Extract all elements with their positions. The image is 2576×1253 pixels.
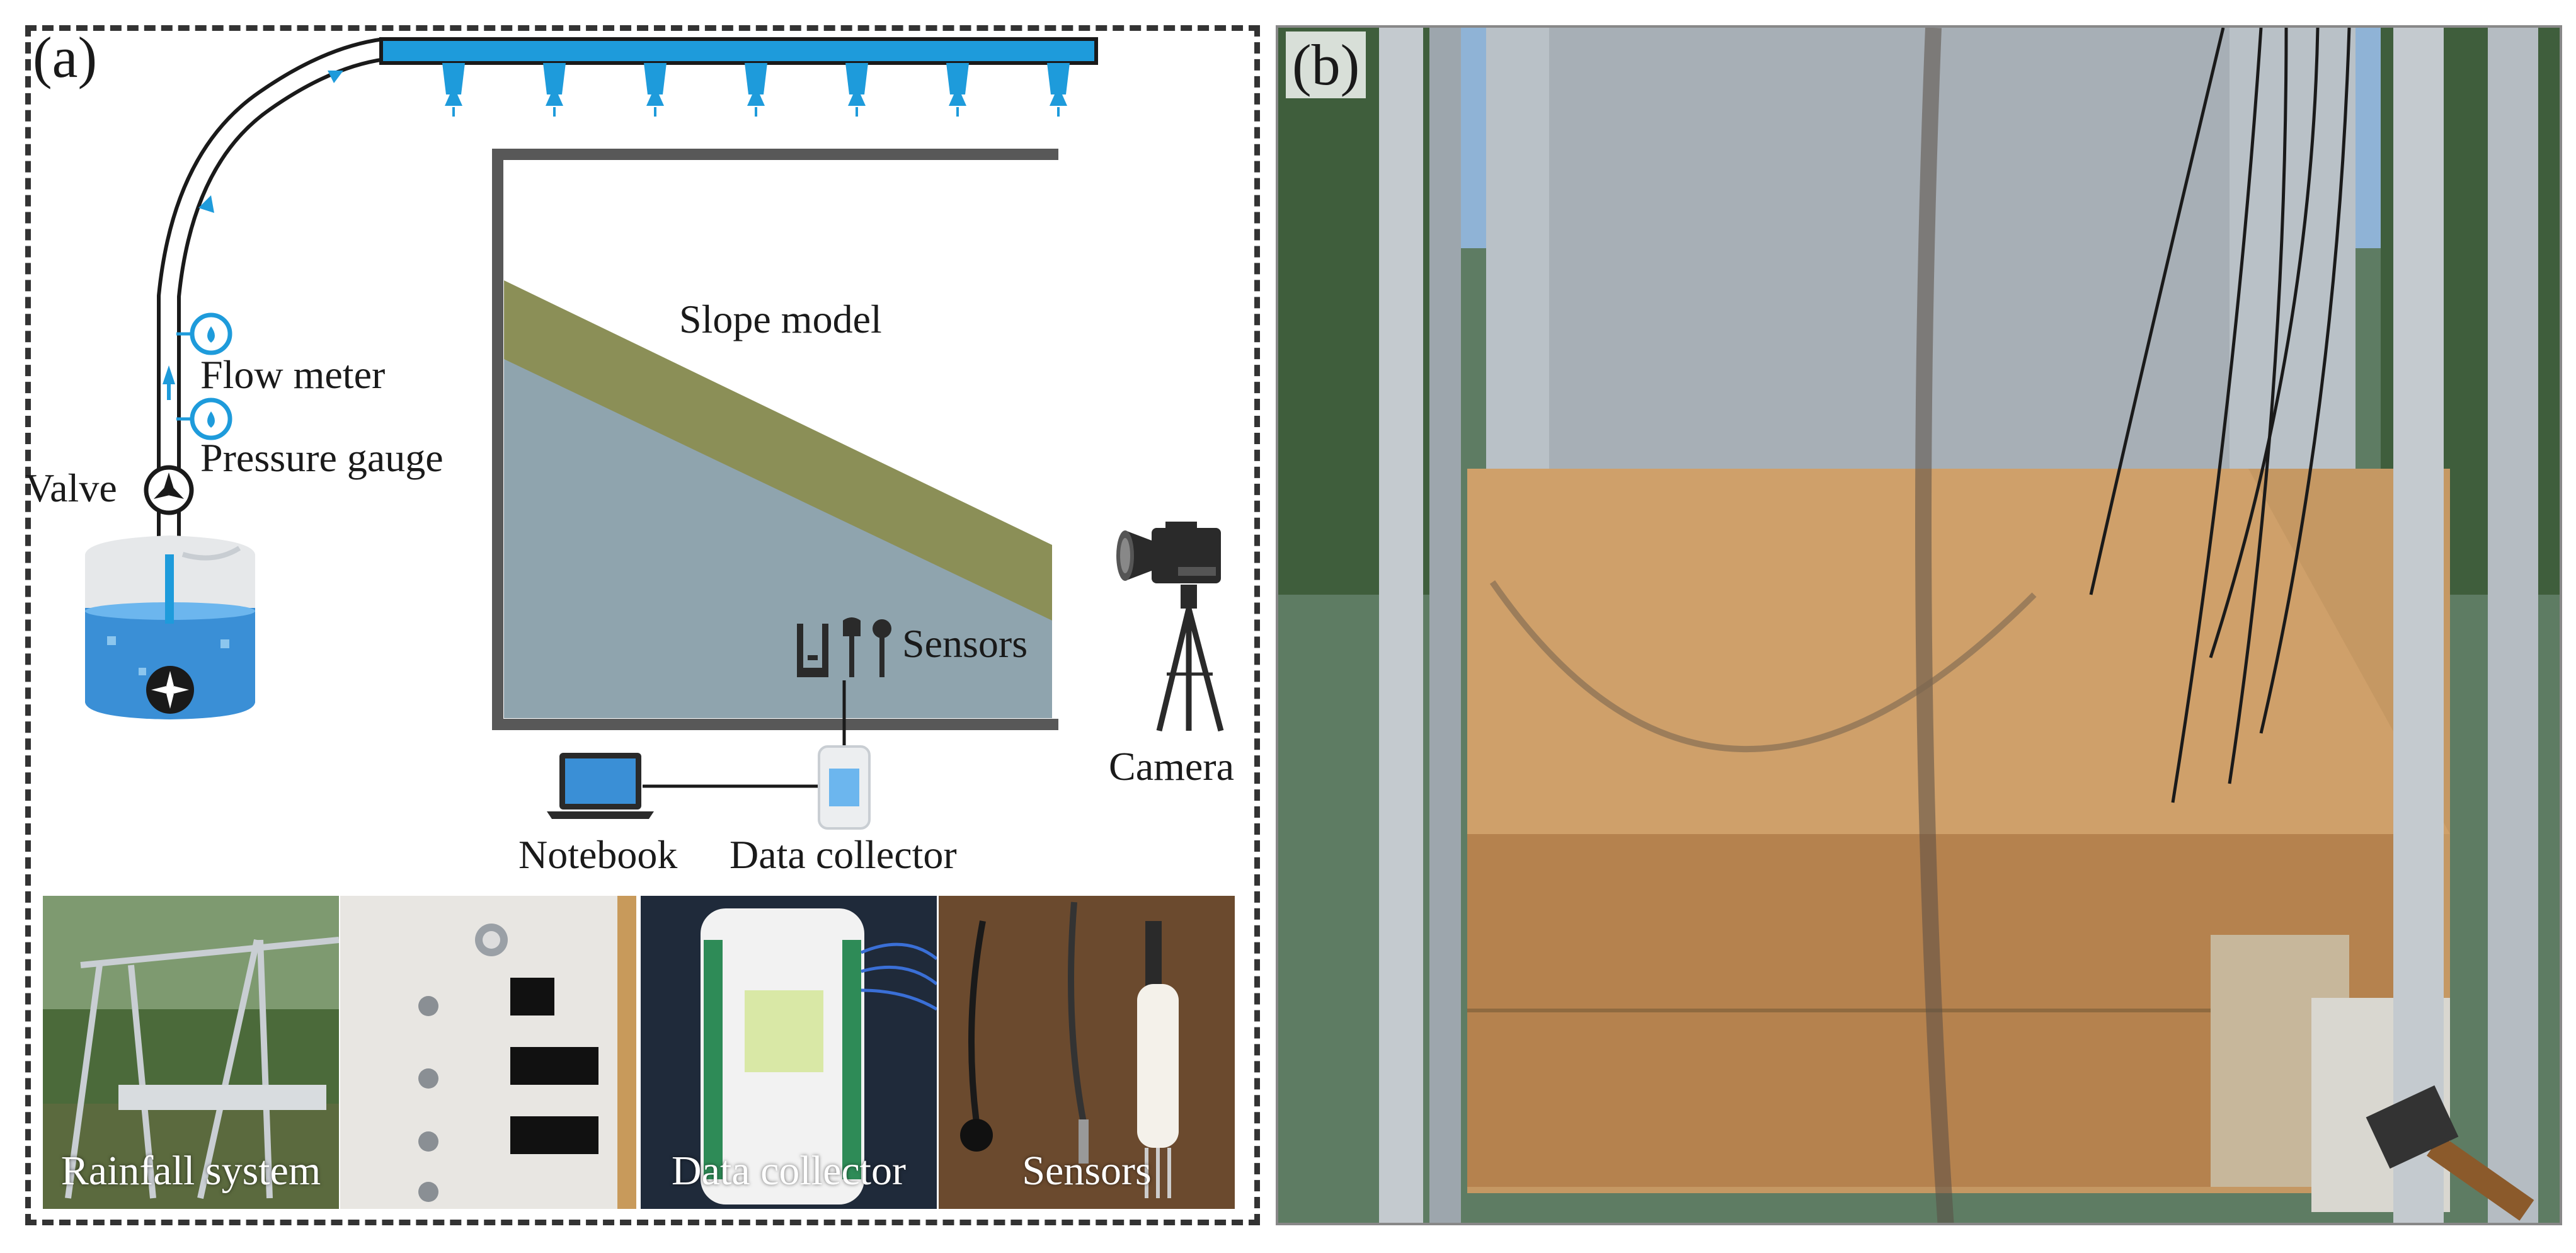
notebook-icon (547, 753, 654, 819)
valve-icon (144, 465, 194, 515)
panel-b-photo: (b) (1276, 25, 2562, 1225)
photo-rainfall-system: Rainfall system (43, 896, 339, 1209)
data-collector-label: Data collector (730, 832, 957, 877)
flow-arrows (163, 71, 343, 589)
photo-caption-sensors: Sensors (1022, 1148, 1152, 1194)
panel-a-letter: (a) (33, 25, 98, 89)
pressure-gauge-icon (176, 398, 232, 440)
spray-bar (379, 37, 1098, 65)
experiment-schematic (85, 37, 1224, 830)
water-tank-icon (85, 535, 255, 719)
photo-sensors: Sensors (939, 896, 1235, 1209)
data-collector-icon (818, 745, 871, 830)
panel-a (25, 25, 1260, 1225)
photo-controller (340, 896, 636, 1209)
camera-icon (1116, 522, 1224, 732)
camera-label: Camera (1109, 744, 1234, 789)
slope-model-label: Slope model (679, 297, 882, 341)
notebook-label: Notebook (518, 832, 678, 877)
flow-meter-label: Flow meter (200, 352, 386, 397)
flow-meter-icon (176, 312, 232, 355)
sensor-icons (797, 617, 891, 677)
sensors-label: Sensors (902, 621, 1028, 666)
photo-caption-data-collector: Data collector (672, 1148, 906, 1194)
valve-label: Valve (25, 466, 117, 510)
photo-data-collector: Data collector (641, 896, 937, 1209)
slope-test-photo (1278, 28, 2560, 1223)
pressure-gauge-label: Pressure gauge (200, 435, 444, 480)
slope-body (504, 359, 1052, 718)
spray-nozzles (442, 63, 1070, 117)
topsoil-layer (504, 280, 1052, 621)
slope-model (492, 149, 1058, 730)
panel-b-letter: (b) (1286, 31, 1366, 98)
photo-caption-rainfall-system: Rainfall system (60, 1148, 321, 1194)
